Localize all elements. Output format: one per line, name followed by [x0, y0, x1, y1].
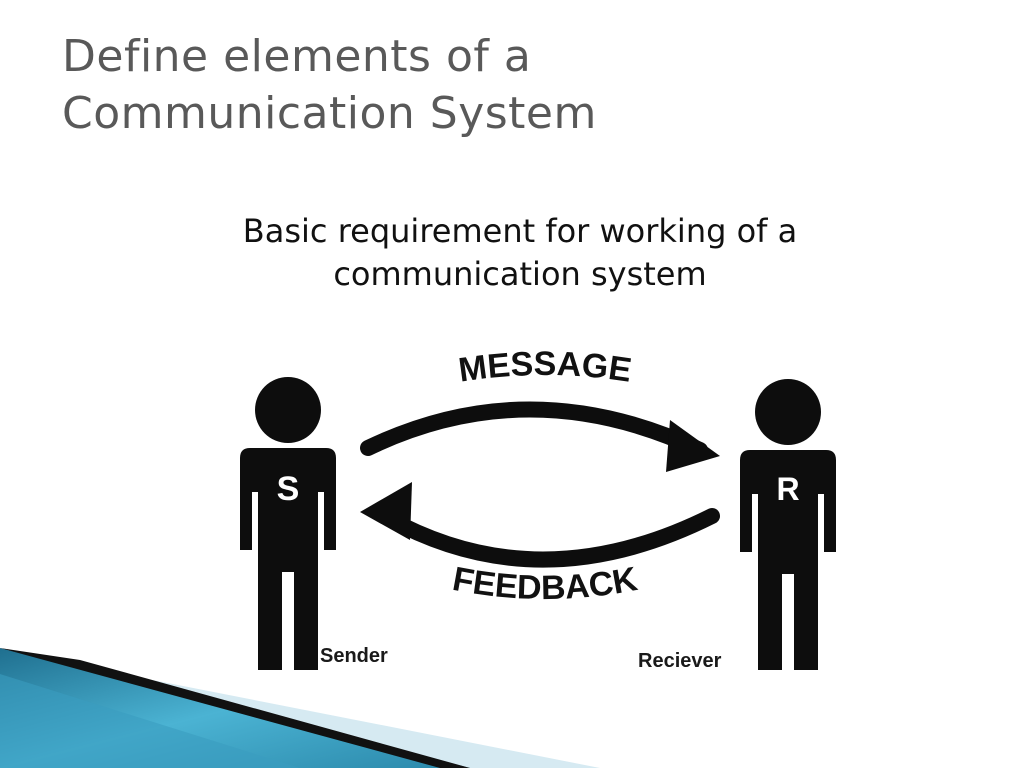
- subtitle-line-1: Basic requirement for working of a: [242, 212, 798, 250]
- message-label-path: MESSAGE: [456, 345, 634, 390]
- receiver-badge: R: [776, 471, 799, 507]
- receiver-figure: [740, 379, 836, 670]
- sender-badge: S: [277, 470, 300, 508]
- message-arrow: [360, 401, 720, 472]
- sender-label: Sender: [320, 645, 388, 667]
- sender-figure: [240, 377, 336, 670]
- title-line-1: Define elements of a: [62, 31, 532, 82]
- communication-diagram: S Sender R Reciever MESSAGE FEEDBACK: [200, 340, 860, 680]
- corner-decoration: [0, 648, 600, 768]
- message-label: MESSAGE: [456, 345, 634, 390]
- feedback-arrow: [360, 482, 720, 568]
- title-line-2: Communication System: [62, 88, 597, 139]
- receiver-label: Reciever: [638, 650, 722, 672]
- communication-diagram-svg: S Sender R Reciever MESSAGE FEEDBACK: [240, 345, 836, 672]
- slide-title: Define elements of a Communication Syste…: [62, 28, 702, 142]
- subtitle-line-2: communication system: [333, 255, 707, 293]
- slide-subtitle: Basic requirement for working of a commu…: [150, 210, 890, 296]
